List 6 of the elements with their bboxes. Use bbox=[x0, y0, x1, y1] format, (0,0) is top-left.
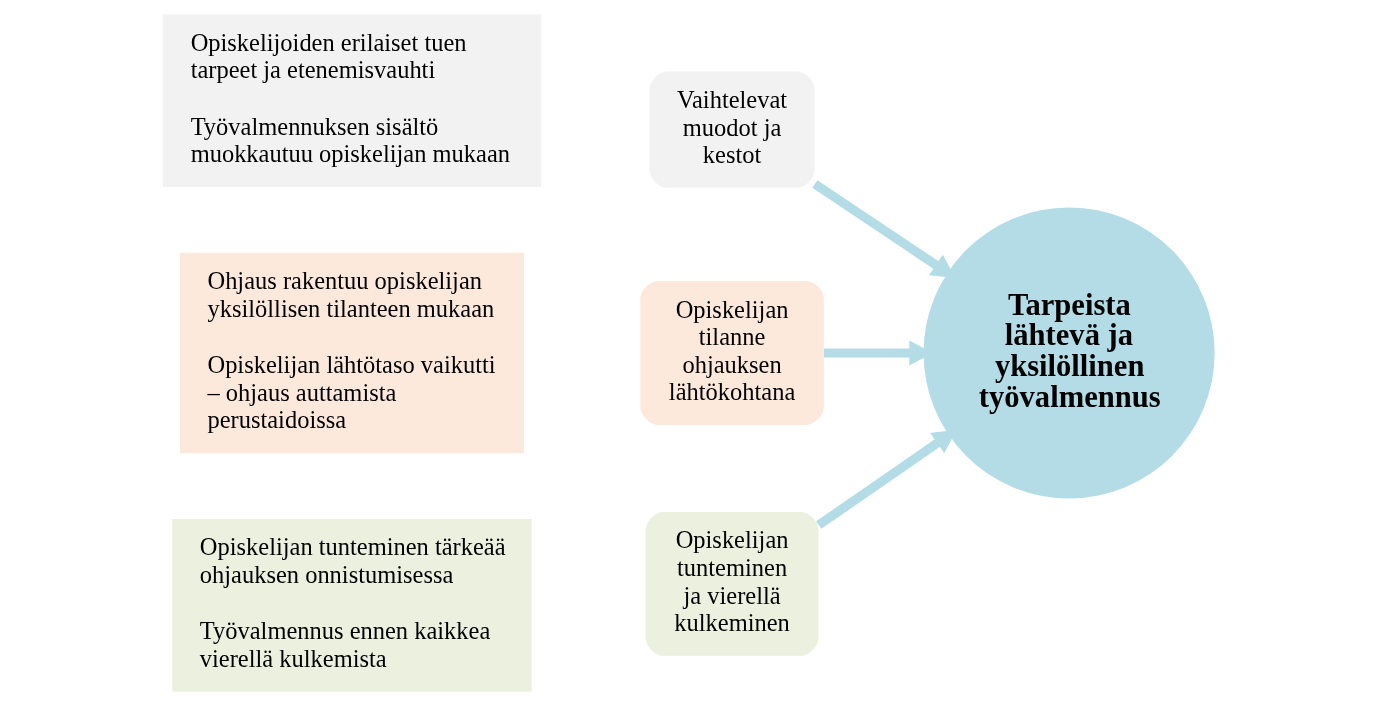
node-box: Ohjaus rakentuu opiskelijan yksilöllisen tilanteen mukaan Opiskelijan lähtötaso vaikutti – ohjaus auttamista perustaidoissa bbox=[179, 252, 525, 454]
node-box: Opiskelijan tilanne ohjauksen lähtökohtana bbox=[640, 281, 824, 425]
node-box: Opiskelijan tunteminen tärkeää ohjauksen onnistumisessa Työvalmennus ennen kaikkea vierellä kulkemista bbox=[172, 518, 532, 692]
node-box: Vaihtelevat muodot ja kestot bbox=[649, 71, 815, 188]
node-circle: Tarpeista lähtevä ja yksilöllinen työvalmennus bbox=[923, 207, 1215, 499]
node-box: Opiskelijan tunteminen ja vierellä kulkeminen bbox=[645, 512, 819, 656]
